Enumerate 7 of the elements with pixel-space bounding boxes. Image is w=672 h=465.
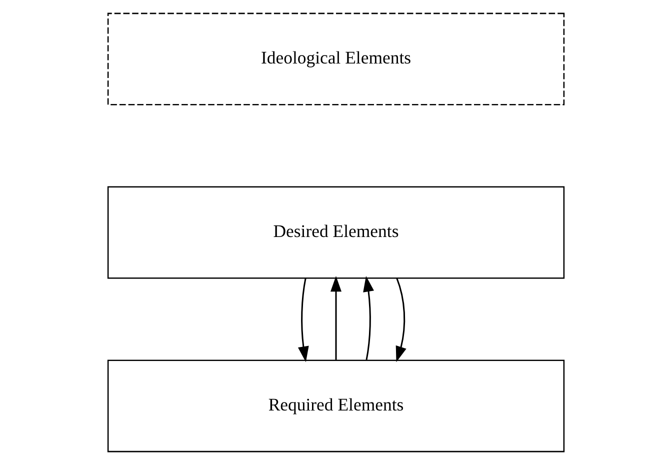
arrow	[396, 278, 406, 362]
node-box: Required Elements	[107, 360, 565, 452]
node-box: Desired Elements	[107, 186, 565, 279]
arrow	[363, 276, 374, 360]
arrow	[330, 276, 342, 360]
node-box: Ideological Elements	[107, 12, 565, 106]
arrow	[298, 278, 309, 362]
